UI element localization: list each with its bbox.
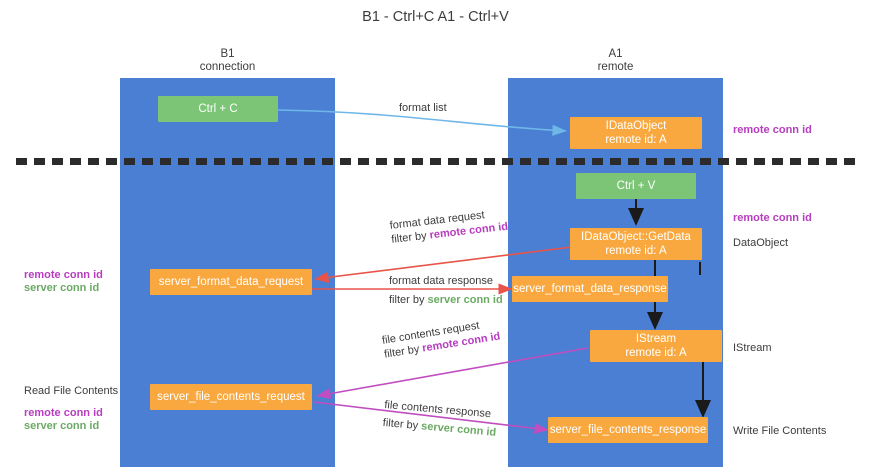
filter-prefix: filter by: [390, 229, 431, 246]
column-header-a1-name: A1: [608, 48, 623, 60]
title-line-2: A1 - Ctrl+V: [437, 9, 509, 25]
edge-label-format-data-response: format data response filter by server co…: [389, 274, 503, 307]
node-ctrl-v-label: Ctrl + V: [616, 180, 656, 192]
filter-key-server-conn-id: server conn id: [427, 294, 503, 306]
node-istream[interactable]: IStream remote id: A: [590, 330, 722, 362]
node-idataobject-label: IDataObject: [605, 120, 667, 132]
annotation-remote-conn-id-top: remote conn id: [733, 124, 812, 136]
column-header-b1-role: connection: [199, 61, 256, 73]
column-header-a1-role: remote: [597, 61, 634, 73]
node-server-file-contents-response-label: server_file_contents_response: [549, 424, 707, 436]
node-idataobject-getdata[interactable]: IDataObject::GetData remote id: A: [570, 228, 702, 260]
column-header-b1: B1 connection: [150, 48, 305, 74]
node-server-format-data-response[interactable]: server_format_data_response: [512, 276, 668, 302]
node-ctrl-v[interactable]: Ctrl + V: [576, 173, 696, 199]
edge-label-file-contents-request: file contents request filter by remote c…: [381, 316, 501, 362]
annotation-write-file-contents: Write File Contents: [733, 425, 827, 437]
annotation-remote-conn-id-mid: remote conn id: [733, 212, 812, 224]
node-server-format-data-response-label: server_format_data_response: [513, 283, 667, 295]
column-header-b1-name: B1: [220, 48, 235, 60]
edge-label-format-data-request: format data request filter by remote con…: [389, 206, 509, 247]
filter-prefix: filter by: [382, 416, 422, 433]
node-ctrl-c-label: Ctrl + C: [198, 103, 238, 115]
node-server-format-data-request-label: server_format_data_request: [158, 276, 304, 288]
phase-divider: [16, 158, 861, 165]
filter-prefix: filter by: [389, 294, 428, 306]
edge-label-format-data-response-text: format data response: [389, 275, 493, 287]
node-server-file-contents-request[interactable]: server_file_contents_request: [150, 384, 312, 410]
annotation-left-remote-conn-id-mid: remote conn id: [24, 269, 103, 281]
edge-label-format-data-response-filter: filter by server conn id: [389, 293, 503, 307]
annotation-read-file-contents: Read File Contents: [24, 385, 119, 397]
node-server-file-contents-response[interactable]: server_file_contents_response: [548, 417, 708, 443]
node-idataobject-sub: remote id: A: [605, 134, 667, 146]
node-ctrl-c[interactable]: Ctrl + C: [158, 96, 278, 122]
edge-label-format-list: format list: [399, 101, 447, 115]
node-istream-label: IStream: [635, 333, 677, 345]
node-idataobject[interactable]: IDataObject remote id: A: [570, 117, 702, 149]
filter-key-server-conn-id: server conn id: [420, 420, 497, 439]
node-server-file-contents-request-label: server_file_contents_request: [157, 391, 305, 403]
edge-label-file-contents-response: file contents response filter by server …: [382, 398, 498, 440]
title-line-1: B1 - Ctrl+C: [362, 9, 435, 25]
page-title: B1 - Ctrl+C A1 - Ctrl+V: [0, 8, 871, 27]
node-idataobject-getdata-label: IDataObject::GetData: [581, 231, 691, 243]
column-header-a1: A1 remote: [538, 48, 693, 74]
node-istream-sub: remote id: A: [625, 347, 687, 359]
annotation-left-server-conn-id-bottom: server conn id: [24, 420, 100, 432]
annotation-left-server-conn-id-mid: server conn id: [24, 282, 100, 294]
node-server-format-data-request[interactable]: server_format_data_request: [150, 269, 312, 295]
annotation-left-remote-conn-id-bottom: remote conn id: [24, 407, 103, 419]
annotation-dataobject: DataObject: [733, 237, 789, 249]
edge-label-format-list-text: format list: [399, 102, 447, 114]
node-idataobject-getdata-sub: remote id: A: [605, 245, 667, 257]
annotation-istream: IStream: [733, 342, 772, 354]
